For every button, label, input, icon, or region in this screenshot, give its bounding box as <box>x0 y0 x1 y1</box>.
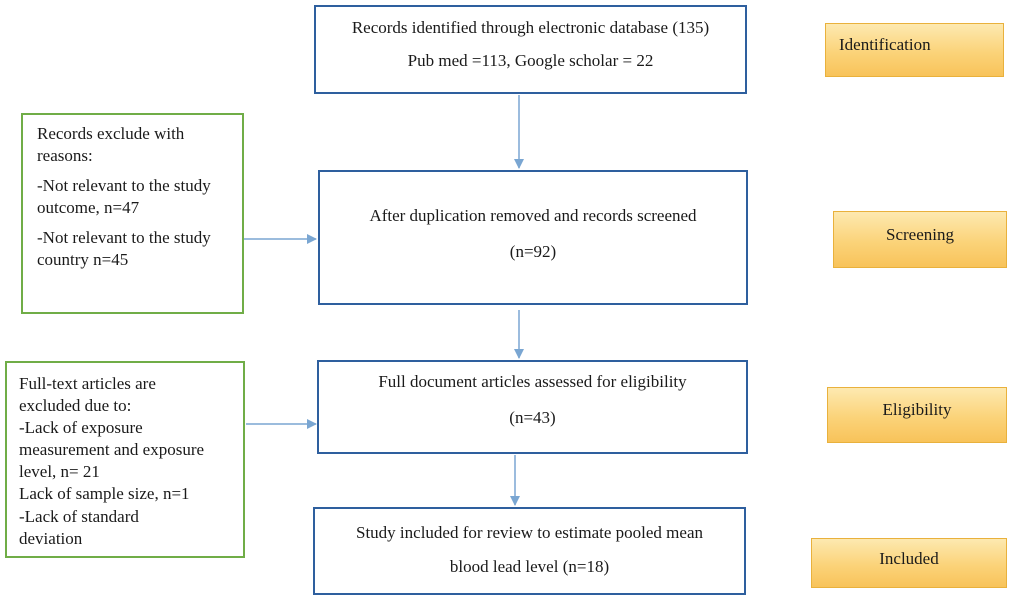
excl-fulltext-line: deviation <box>19 528 83 548</box>
identified-line1: Records identified through electronic da… <box>351 18 710 37</box>
identified-line2: Pub med =113, Google scholar = 22 <box>407 50 654 70</box>
included-line2: blood lead level (n=18) <box>449 556 610 576</box>
identified-box: Records identified through electronic da… <box>314 5 747 94</box>
stage-included: Included <box>811 538 1007 588</box>
fulltext-exclusion-box: Full-text articles are excluded due to: … <box>5 361 245 558</box>
screened-box: After duplication removed and records sc… <box>318 170 748 305</box>
screened-line2: (n=92) <box>509 241 557 261</box>
excl-screening-line: outcome, n=47 <box>37 198 140 218</box>
stage-included-label: Included <box>879 549 939 568</box>
excl-screening-line: -Not relevant to the study <box>37 176 211 196</box>
eligibility-box: Full document articles assessed for elig… <box>317 360 748 454</box>
stage-identification-label: Identification <box>839 35 931 54</box>
stage-screening-label: Screening <box>886 225 954 244</box>
excl-fulltext-line: Lack of sample size, n=1 <box>19 484 190 504</box>
excl-screening-line: country n=45 <box>37 250 129 270</box>
excl-fulltext-line: measurement and exposure <box>19 440 205 460</box>
excl-fulltext-line: level, n= 21 <box>19 462 100 482</box>
stage-identification: Identification <box>825 23 1004 77</box>
eligibility-line1: Full document articles assessed for elig… <box>378 372 687 391</box>
excl-fulltext-line: excluded due to: <box>19 396 132 416</box>
excl-fulltext-line: Full-text articles are <box>19 374 156 393</box>
stage-screening: Screening <box>833 211 1007 268</box>
screened-line1: After duplication removed and records sc… <box>369 206 697 225</box>
stage-eligibility-label: Eligibility <box>882 400 952 419</box>
eligibility-line2: (n=43) <box>509 407 556 427</box>
excl-screening-line: -Not relevant to the study <box>37 228 211 248</box>
excl-fulltext-line: -Lack of standard <box>19 506 139 526</box>
included-box: Study included for review to estimate po… <box>313 507 746 595</box>
included-line1: Study included for review to estimate po… <box>356 523 703 542</box>
excl-screening-line: reasons: <box>37 146 93 166</box>
excl-screening-line: Records exclude with <box>37 124 185 143</box>
stage-eligibility: Eligibility <box>827 387 1007 443</box>
screening-exclusion-box: Records exclude with reasons: -Not relev… <box>21 113 244 314</box>
excl-fulltext-line: -Lack of exposure <box>19 418 143 438</box>
